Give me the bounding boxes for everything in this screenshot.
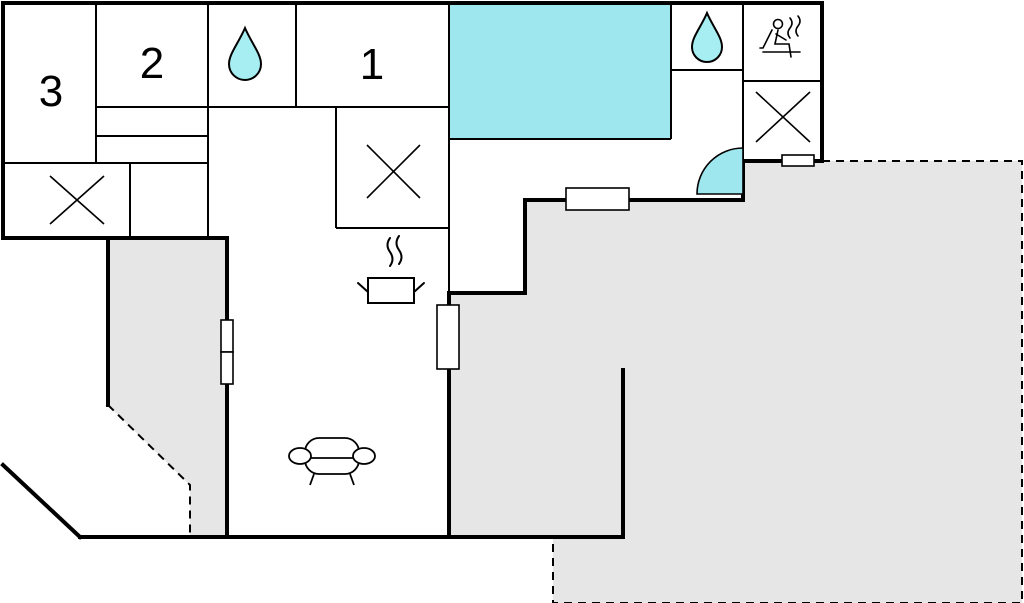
sofa-icon — [288, 437, 376, 486]
pool — [449, 3, 671, 139]
terrace-main — [449, 161, 1022, 603]
door-swing — [696, 147, 744, 195]
room-2-label: 2 — [140, 39, 164, 88]
terrace-main-dashed-edge — [552, 160, 1023, 603]
water-drop-icon — [227, 25, 263, 81]
terrace-areas — [108, 161, 1022, 603]
water-drop-icon — [690, 10, 724, 63]
x-mark-icon — [49, 175, 105, 225]
room-1-label: 1 — [360, 40, 384, 89]
window — [565, 187, 630, 211]
window — [220, 319, 234, 353]
terrace-left — [108, 238, 227, 537]
x-mark-icon — [366, 144, 421, 199]
terrace-left-dashed-edge — [107, 404, 191, 537]
x-mark-icon — [755, 91, 811, 143]
storage-x-mark-icons — [49, 91, 811, 225]
window — [220, 351, 234, 385]
windows — [220, 154, 815, 385]
room-3-label: 3 — [39, 67, 63, 116]
sauna-icon — [759, 15, 801, 58]
terrace-borders — [107, 160, 1023, 603]
cooking-pot-icon — [357, 235, 425, 304]
window — [781, 154, 815, 167]
window — [436, 304, 460, 370]
outer-walls — [0, 1, 824, 540]
